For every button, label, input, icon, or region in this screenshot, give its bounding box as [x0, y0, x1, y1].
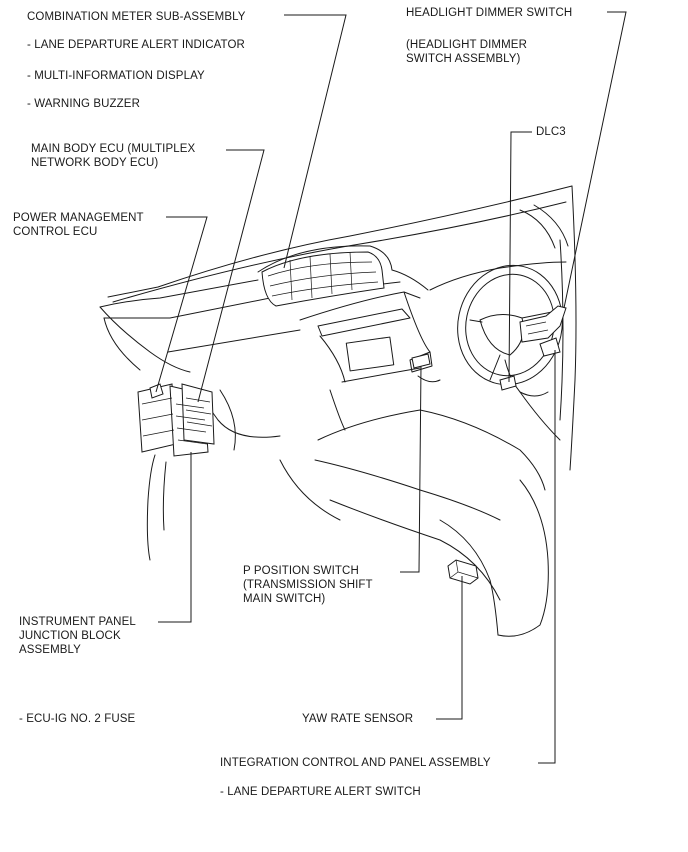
- label-power-management-ecu: POWER MANAGEMENT CONTROL ECU: [13, 212, 144, 238]
- leader-yaw-rate-sensor: [436, 576, 463, 720]
- label-lane-departure-switch: - LANE DEPARTURE ALERT SWITCH: [220, 786, 421, 798]
- p-position-switch-illustration: [411, 353, 431, 369]
- label-lane-departure-indicator: - LANE DEPARTURE ALERT INDICATOR: [27, 39, 245, 51]
- label-headlight-dimmer-assembly: (HEADLIGHT DIMMER SWITCH ASSEMBLY): [406, 39, 527, 65]
- label-combination-meter: COMBINATION METER SUB-ASSEMBLY: [27, 11, 246, 23]
- leader-lines: [155, 11, 627, 764]
- yaw-rate-sensor-illustration: [447, 559, 479, 585]
- label-p-position-switch: P POSITION SWITCH (TRANSMISSION SHIFT MA…: [243, 565, 373, 605]
- ecu-cluster-illustration: [137, 383, 215, 457]
- label-yaw-rate-sensor: YAW RATE SENSOR: [302, 713, 414, 725]
- label-dlc3: DLC3: [536, 126, 566, 138]
- leader-power-management: [155, 216, 208, 393]
- leader-p-position: [400, 365, 422, 573]
- dlc3-illustration: [499, 375, 517, 391]
- label-main-body-ecu: MAIN BODY ECU (MULTIPLEX NETWORK BODY EC…: [31, 143, 196, 169]
- leader-dlc3: [508, 131, 532, 383]
- leader-combination-meter: [283, 14, 347, 269]
- leader-instrument-panel-jb: [158, 452, 192, 623]
- combination-meter-illustration: [261, 251, 385, 307]
- leader-headlight-dimmer: [563, 11, 627, 309]
- leader-integration-control: [538, 350, 556, 764]
- label-integration-control-panel: INTEGRATION CONTROL AND PANEL ASSEMBLY: [220, 757, 491, 769]
- label-ecu-ig-fuse: - ECU-IG NO. 2 FUSE: [19, 713, 136, 725]
- label-instrument-panel-jb: INSTRUMENT PANEL JUNCTION BLOCK ASSEMBLY: [19, 616, 136, 656]
- label-headlight-dimmer-switch: HEADLIGHT DIMMER SWITCH: [406, 7, 573, 19]
- label-warning-buzzer: - WARNING BUZZER: [27, 98, 140, 110]
- label-multi-info-display: - MULTI-INFORMATION DISPLAY: [27, 70, 205, 82]
- leader-main-body-ecu: [197, 149, 265, 403]
